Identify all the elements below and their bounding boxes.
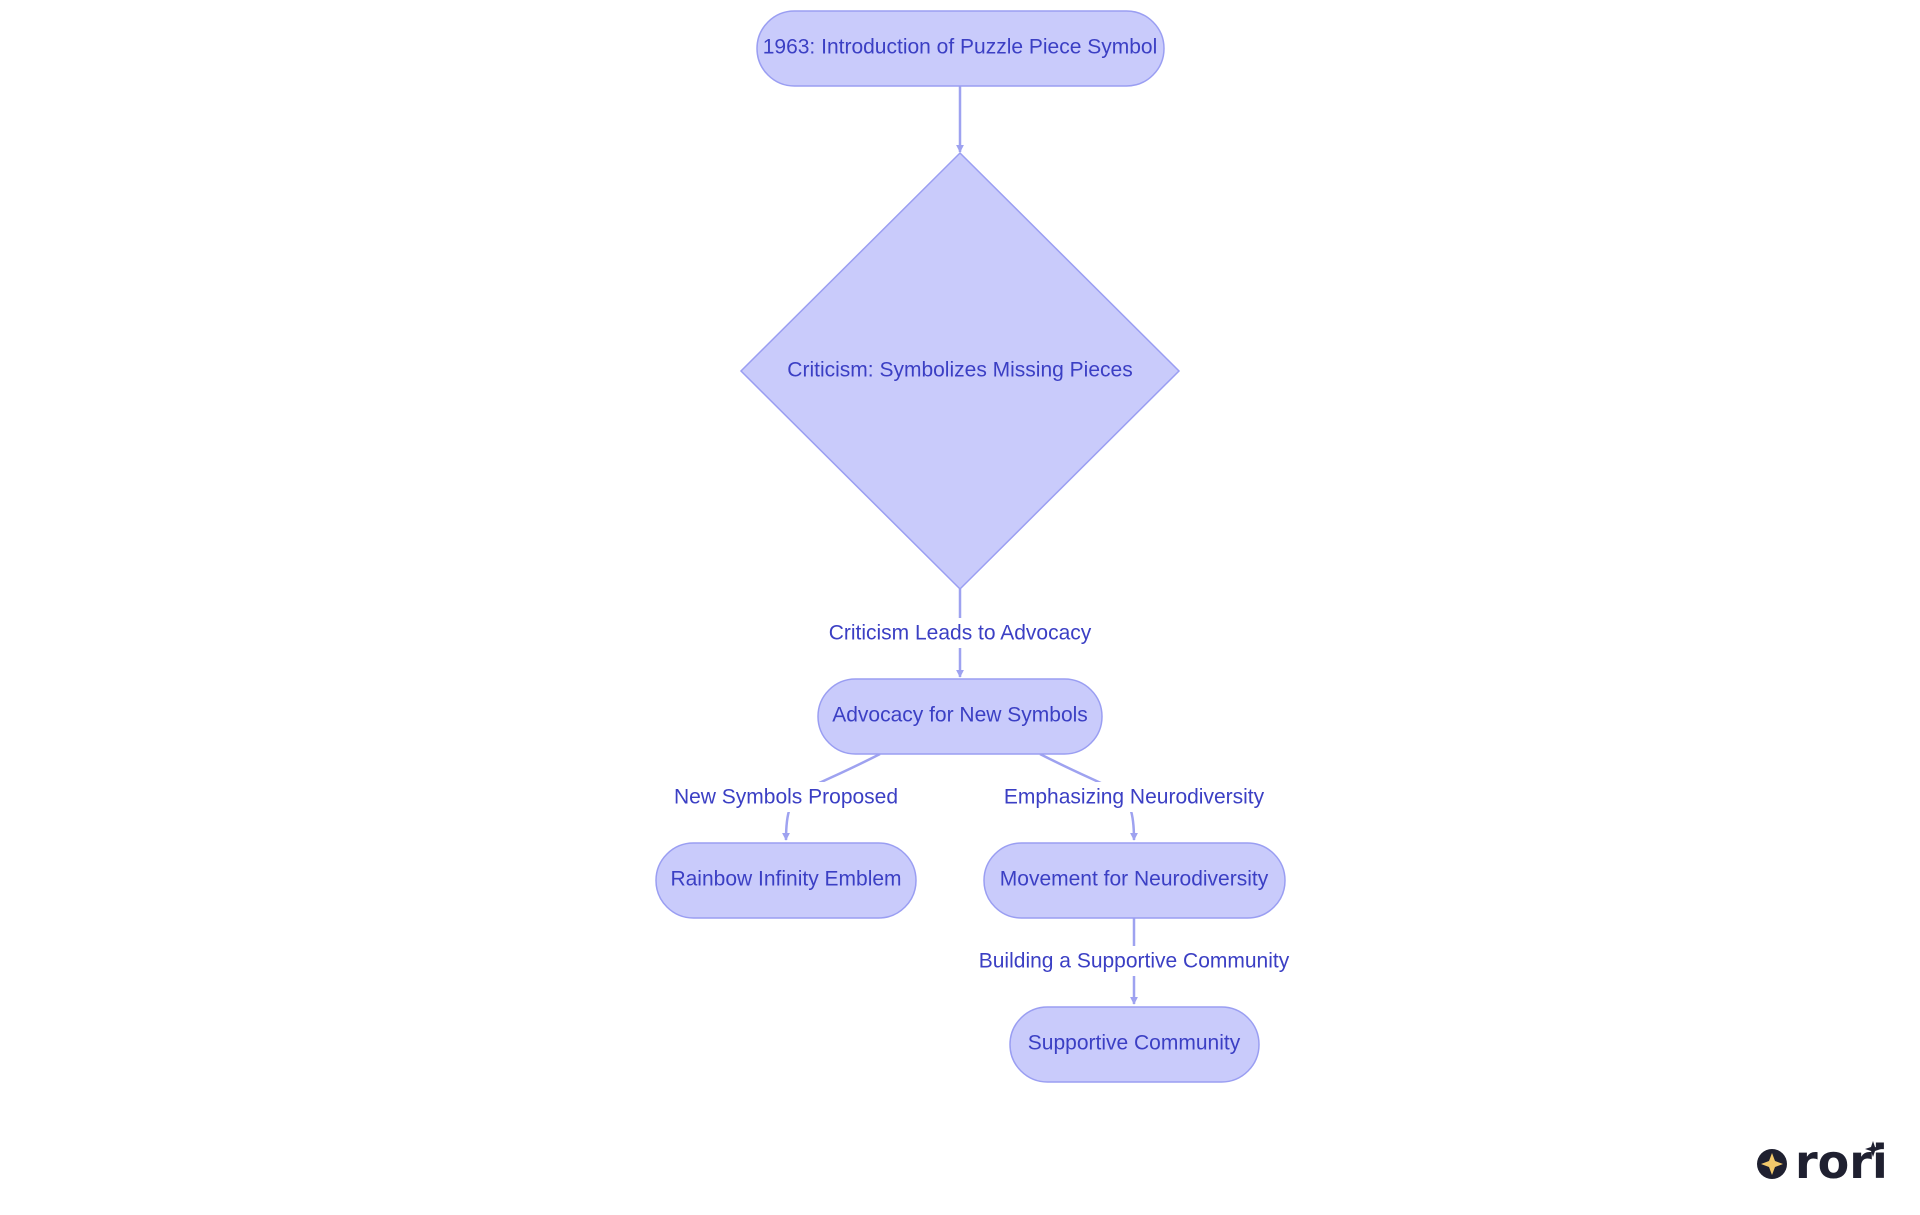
edge-label-criticism-advocacy: Criticism Leads to Advocacy — [829, 618, 1092, 648]
node-intro[interactable]: 1963: Introduction of Puzzle Piece Symbo… — [756, 10, 1165, 87]
node-label: Rainbow Infinity Emblem — [670, 868, 901, 891]
edge-label-text: New Symbols Proposed — [674, 786, 898, 809]
edge-label-movement-community: Building a Supportive Community — [979, 946, 1290, 976]
four-point-star-icon — [1761, 1153, 1783, 1175]
node-label: Supportive Community — [1028, 1032, 1241, 1055]
logo-wordmark: rori — [1795, 1135, 1888, 1189]
node-movement[interactable]: Movement for Neurodiversity — [983, 842, 1286, 919]
edge-label-text: Emphasizing Neurodiversity — [1004, 786, 1265, 809]
rori-logo: rori — [1757, 1135, 1888, 1189]
sparkle-icon — [1865, 1141, 1881, 1157]
node-criticism-decision[interactable]: Criticism: Symbolizes Missing Pieces — [739, 151, 1181, 591]
node-label: 1963: Introduction of Puzzle Piece Symbo… — [763, 36, 1158, 59]
node-advocacy[interactable]: Advocacy for New Symbols — [817, 678, 1103, 755]
edge-label-advocacy-movement: Emphasizing Neurodiversity — [1004, 782, 1265, 812]
node-label: Criticism: Symbolizes Missing Pieces — [787, 359, 1132, 382]
edge-label-text: Criticism Leads to Advocacy — [829, 622, 1092, 645]
edge-label-text: Building a Supportive Community — [979, 950, 1290, 973]
node-label: Movement for Neurodiversity — [1000, 868, 1269, 891]
node-rainbow[interactable]: Rainbow Infinity Emblem — [655, 842, 917, 919]
node-label: Advocacy for New Symbols — [832, 704, 1088, 727]
node-community[interactable]: Supportive Community — [1009, 1006, 1260, 1083]
edge-label-advocacy-rainbow: New Symbols Proposed — [674, 782, 898, 812]
